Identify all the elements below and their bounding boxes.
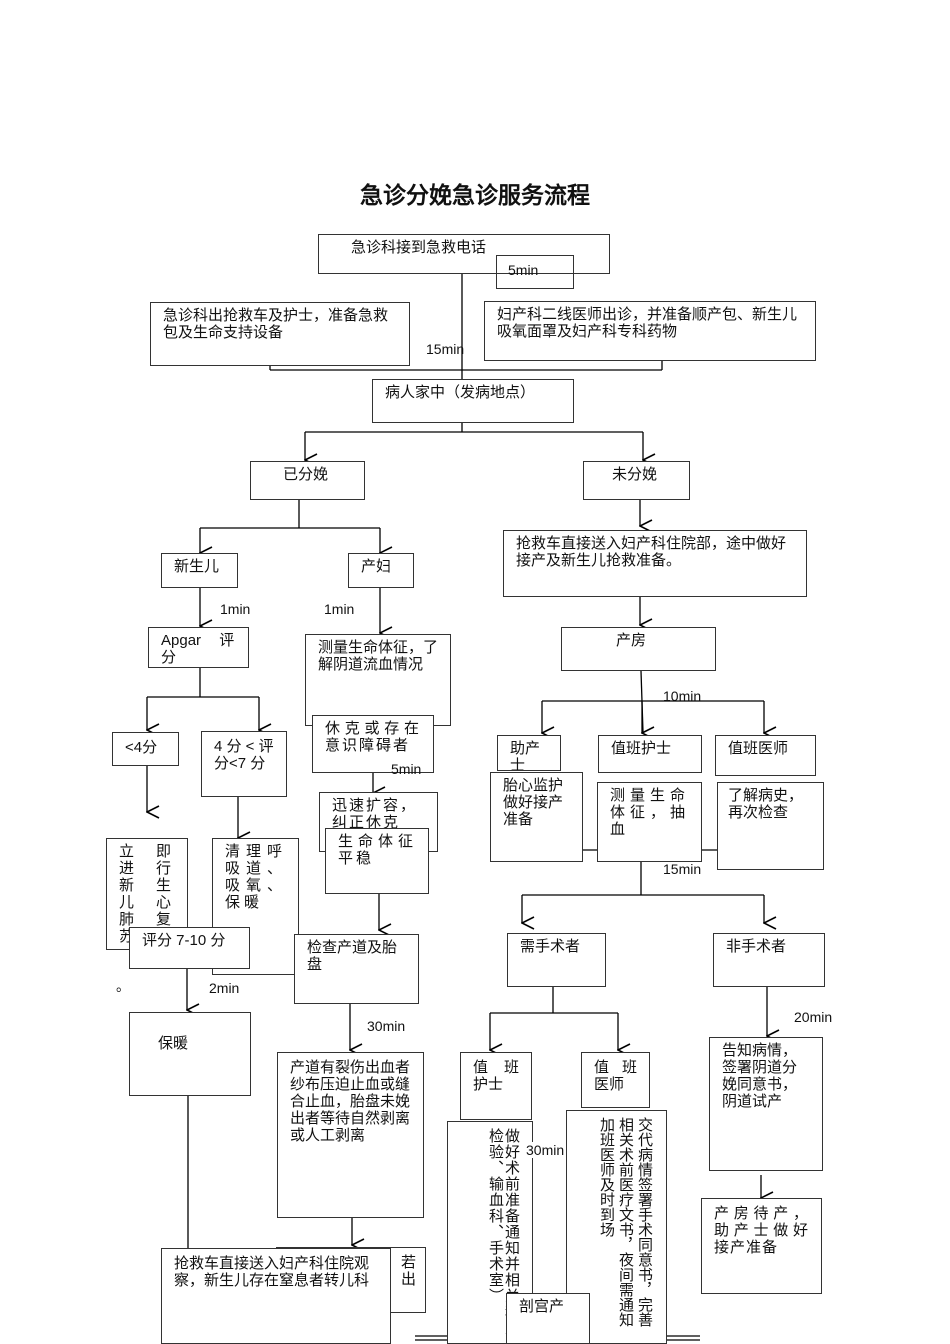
time-label: 5min bbox=[508, 262, 539, 278]
node-transfer-ward: 抢救车直接送入妇产科住院部，途中做好接产及新生儿抢救准备。 bbox=[503, 530, 807, 597]
node-score-4-7: 4 分 < 评分<7 分 bbox=[201, 731, 287, 797]
node-vitals-bleeding: 测量生命体征，了解阴道流血情况 bbox=[305, 634, 451, 726]
node-laceration: 产道有裂伤出血者纱布压迫止血或缝合止血，胎盘未娩出者等待自然剥离或人工剥离 bbox=[277, 1052, 424, 1218]
node-await-delivery: 产房待产，助产士做好接产准备 bbox=[701, 1198, 822, 1294]
node-fetal-monitor: 胎心监护做好接产准备 bbox=[490, 772, 583, 862]
time-label: 5min bbox=[391, 761, 422, 777]
node-non-surgical: 非手术者 bbox=[713, 933, 825, 987]
node-newborn: 新生儿 bbox=[161, 553, 238, 588]
time-label: 30min bbox=[367, 1018, 406, 1034]
time-label: 10min bbox=[663, 688, 702, 704]
page-title: 急诊分娩急诊服务流程 bbox=[360, 183, 590, 209]
time-label: 30min bbox=[526, 1142, 565, 1158]
node-delivered: 已分娩 bbox=[250, 461, 365, 500]
node-obgyn-dispatch: 妇产科二线医师出诊，并准备顺产包、新生儿吸氧面罩及妇产科专科药物 bbox=[484, 301, 816, 361]
node-surgical: 需手术者 bbox=[507, 933, 606, 987]
node-midwife: 助产士 bbox=[497, 735, 561, 771]
time-label: 15min bbox=[426, 341, 465, 357]
node-score-7-10: 评分 7-10 分 bbox=[129, 927, 250, 969]
node-check-canal: 检查产道及胎盘 bbox=[294, 934, 419, 1004]
node-patient-home: 病人家中（发病地点） bbox=[372, 379, 574, 423]
node-preop-prep: 做好术前准备通知并相关科室检验、输血科、手术室） bbox=[447, 1121, 533, 1344]
stray-mark: 。 bbox=[116, 979, 130, 995]
node-shock: 休克或存在意识障碍者 bbox=[312, 715, 434, 773]
time-label: 20min bbox=[794, 1009, 833, 1025]
time-box-5min bbox=[496, 255, 574, 289]
time-label: 2min bbox=[209, 980, 240, 996]
node-call-received: 急诊科接到急救电话 bbox=[318, 234, 610, 274]
node-keep-warm: 保暖 bbox=[129, 1012, 251, 1096]
node-vitals-stable: 生命体征平稳 bbox=[325, 828, 429, 894]
node-surg-doctor: 值 班 医师 bbox=[581, 1052, 650, 1108]
node-surg-nurse: 值 班 护士 bbox=[460, 1052, 532, 1120]
node-duty-doctor: 值班医师 bbox=[715, 735, 816, 776]
node-apgar: Apgar 评分 bbox=[148, 627, 249, 668]
time-label: 1min bbox=[220, 601, 251, 617]
node-mother: 产妇 bbox=[348, 553, 414, 588]
node-history-recheck: 了解病史，再次检查 bbox=[717, 782, 824, 870]
node-not-delivered: 未分娩 bbox=[583, 461, 690, 500]
node-consent-trial: 告知病情，签署阴道分娩同意书，阴道试产 bbox=[709, 1037, 823, 1171]
node-delivery-room: 产房 bbox=[561, 627, 716, 671]
node-admit-observe: 抢救车直接送入妇产科住院观察，新生儿存在窒息者转儿科 bbox=[161, 1248, 391, 1344]
node-er-dispatch: 急诊科出抢救车及护士，准备急救包及生命支持设备 bbox=[150, 302, 410, 366]
node-cesarean: 剖宫产 bbox=[506, 1293, 590, 1344]
node-score-lt4: <4分 bbox=[112, 732, 179, 766]
time-label: 1min bbox=[324, 601, 355, 617]
node-vitals-blood: 测量生命体征，抽血 bbox=[597, 782, 702, 862]
time-label: 15min bbox=[663, 861, 702, 877]
node-duty-nurse: 值班护士 bbox=[598, 735, 702, 773]
